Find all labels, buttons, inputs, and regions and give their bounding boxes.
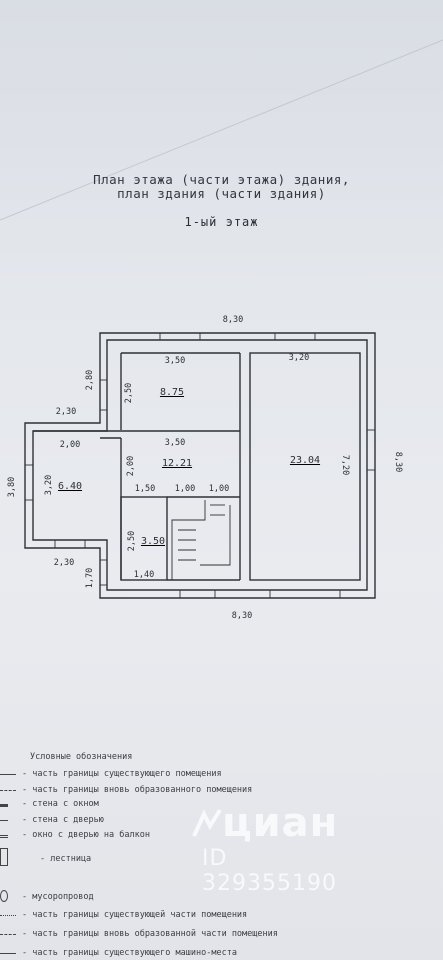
- outer-wall: [24, 332, 376, 599]
- watermark-id: ID 329355190: [202, 846, 337, 896]
- floor-label: 1-ый этаж: [184, 215, 259, 229]
- cian-logo-icon: [192, 808, 222, 837]
- dim-bath-height: 2,50: [127, 531, 137, 551]
- window-wall-symbol: [0, 804, 8, 807]
- window-marks: [25, 333, 375, 598]
- dim-left-room-height: 3,20: [44, 475, 54, 495]
- dim-right-room-height: 7,20: [340, 455, 350, 475]
- dim-upper-left-height: 2,80: [85, 370, 95, 390]
- dim-lower-left-height: 1,70: [85, 568, 95, 588]
- plan-walls: [24, 332, 376, 599]
- legend-dashed-symbol: [0, 934, 16, 935]
- dim-left-overall: 3,80: [7, 477, 17, 497]
- legend-dashed-symbol: [0, 790, 16, 791]
- chute-symbol: [0, 890, 8, 902]
- watermark-brand: циан: [222, 800, 339, 846]
- dim-bath-width-bottom: 1,40: [134, 570, 154, 580]
- stair-icon: [171, 500, 231, 580]
- area-room-left: 6.40: [58, 481, 82, 492]
- balcony-door-symbol: [0, 835, 8, 838]
- dim-room875-width: 3,50: [165, 356, 185, 366]
- legend-line-symbol: [0, 774, 16, 775]
- dim-hall-height: 2,00: [126, 456, 136, 476]
- dimension-texts: 8,30 8,30 8,30 3,80 2,80 2,30 3,50 2,50 …: [7, 315, 403, 621]
- legend-dotted-symbol: [0, 915, 16, 916]
- area-bath: 3.50: [141, 536, 165, 547]
- plan-title-line1: План этажа (части этажа) здания,: [93, 172, 350, 187]
- dim-bottom-overall: 8,30: [232, 611, 252, 621]
- dim-hall-width: 3,50: [165, 438, 185, 448]
- stair-symbol: [0, 848, 8, 866]
- dim-room875-height: 2,50: [124, 383, 134, 403]
- legend-line-symbol: [0, 953, 16, 954]
- area-texts: 8.75 6.40 12.21 23.04 3.50: [58, 387, 320, 547]
- dim-lower-left-width: 2,30: [54, 558, 74, 568]
- dim-bath-width-top: 1,50: [135, 484, 155, 494]
- door-wall-symbol: [0, 820, 8, 821]
- dim-top-overall: 8,30: [223, 315, 243, 325]
- dim-right-overall: 8,30: [393, 452, 403, 472]
- area-room-upper: 8.75: [160, 387, 184, 398]
- area-hall: 12.21: [162, 458, 192, 469]
- plan-title-line2: план здания (части здания): [117, 186, 326, 201]
- dim-stair-width-a: 1,00: [175, 484, 195, 494]
- legend-heading: Условные обозначения: [30, 752, 133, 762]
- area-room-right: 23.04: [290, 455, 320, 466]
- dim-stair-width-b: 1,00: [209, 484, 229, 494]
- dim-left-room-width: 2,00: [60, 440, 80, 450]
- dim-left-step-width: 2,30: [56, 407, 76, 417]
- dim-right-room-width: 3,20: [289, 353, 309, 363]
